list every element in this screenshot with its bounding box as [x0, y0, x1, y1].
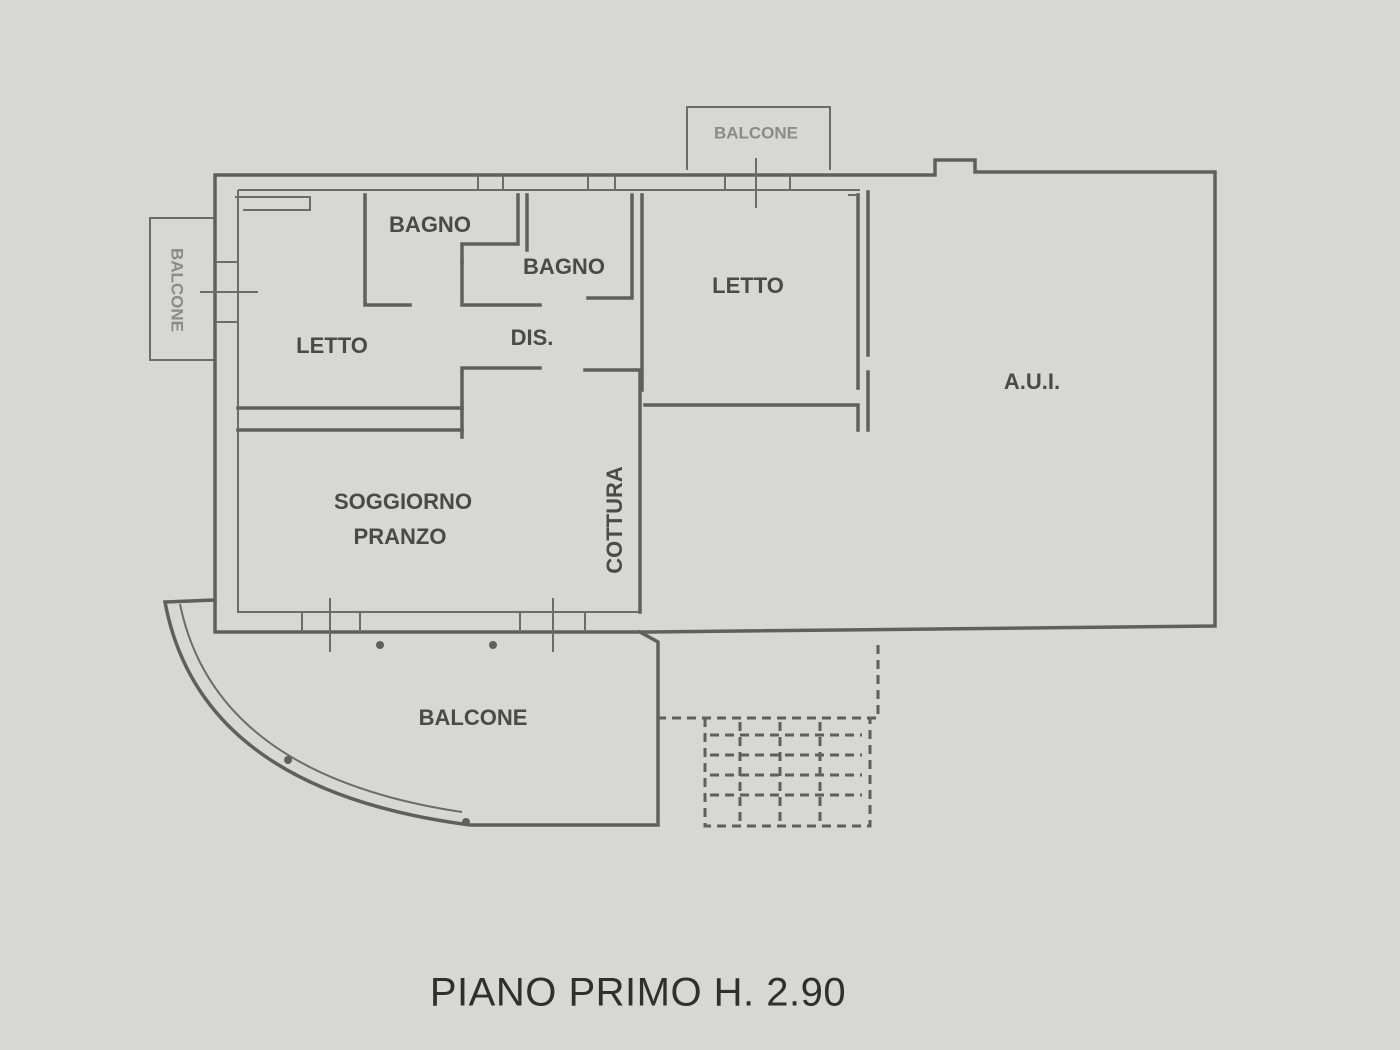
- room-label-bagno-1: BAGNO: [389, 212, 471, 237]
- room-label-balcone-bottom: BALCONE: [419, 705, 528, 730]
- room-label-letto-left: LETTO: [296, 333, 368, 358]
- room-label-balcone-left: BALCONE: [168, 248, 187, 332]
- room-label-pranzo: PRANZO: [354, 524, 447, 549]
- stair-outline: [658, 645, 880, 828]
- balcone-left: BALCONE: [149, 217, 215, 361]
- room-label-letto-right: LETTO: [712, 273, 784, 298]
- room-label-cottura: COTTURA: [602, 466, 627, 574]
- outer-walls: [213, 158, 1217, 634]
- window-marks: [200, 158, 757, 652]
- room-label-dis: DIS.: [511, 325, 554, 350]
- plan-title: PIANO PRIMO H. 2.90: [430, 971, 846, 1015]
- balcone-bottom: BALCONE: [162, 598, 660, 827]
- room-label-balcone-top: BALCONE: [714, 123, 798, 142]
- interior-walls: [236, 190, 870, 614]
- room-label-bagno-2: BAGNO: [523, 254, 605, 279]
- room-label-soggiorno: SOGGIORNO: [334, 489, 472, 514]
- room-label-aui: A.U.I.: [1004, 369, 1060, 394]
- balcone-top: BALCONE: [686, 106, 831, 170]
